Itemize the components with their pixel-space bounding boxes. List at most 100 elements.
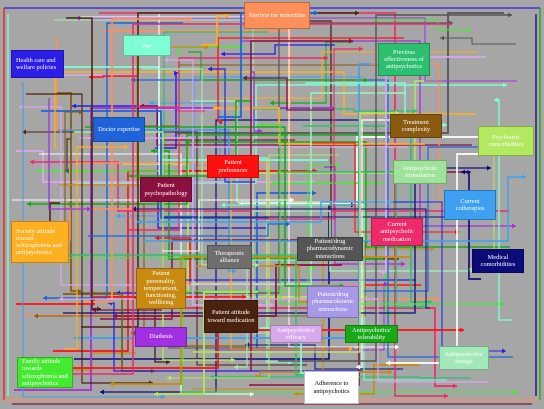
connector-line bbox=[113, 264, 342, 317]
arrowhead bbox=[231, 357, 235, 363]
arrowhead bbox=[234, 364, 238, 370]
connector-line bbox=[136, 164, 340, 292]
connector-line bbox=[213, 107, 425, 145]
arrowhead bbox=[508, 12, 512, 18]
arrowhead bbox=[522, 174, 526, 180]
arrowhead bbox=[349, 346, 353, 352]
arrowhead bbox=[110, 381, 114, 387]
connector-line bbox=[185, 141, 510, 248]
arrowhead bbox=[116, 213, 120, 219]
connector-line bbox=[27, 134, 387, 205]
arrowhead bbox=[395, 344, 399, 350]
arrowhead bbox=[494, 97, 498, 103]
arrowhead bbox=[37, 168, 41, 174]
connector-line bbox=[303, 125, 432, 303]
node-label: Adherence to antipsychotics bbox=[313, 380, 350, 395]
arrowhead bbox=[213, 105, 217, 111]
node-label: Family attitude towards schizophrenia an… bbox=[22, 358, 68, 387]
arrowhead bbox=[250, 391, 254, 397]
arrowhead bbox=[77, 288, 81, 294]
node-patient-preferences: Patient preferences bbox=[207, 155, 259, 178]
arrowhead bbox=[174, 70, 178, 76]
connector-line bbox=[164, 59, 408, 148]
node-society-attitude: Society attitude toward schizophrenia an… bbox=[11, 221, 69, 263]
connector-line bbox=[103, 30, 302, 201]
connector-line bbox=[221, 204, 447, 381]
arrowhead bbox=[242, 294, 246, 300]
arrowhead bbox=[113, 313, 117, 319]
connector-line bbox=[140, 105, 472, 146]
connector-line bbox=[201, 15, 229, 46]
connector-line bbox=[137, 201, 409, 223]
arrowhead bbox=[469, 268, 473, 274]
arrowhead bbox=[512, 223, 516, 229]
node-label: Treatment complexity bbox=[401, 118, 431, 133]
node-barriers-for-minorities: Barriers for minorities bbox=[244, 2, 310, 29]
arrowhead bbox=[166, 359, 170, 365]
connector-line bbox=[245, 344, 403, 370]
arrowhead bbox=[336, 162, 340, 168]
arrowhead bbox=[355, 10, 359, 16]
connector-line bbox=[129, 100, 250, 177]
connector-line bbox=[88, 223, 290, 237]
connector-line bbox=[188, 51, 368, 81]
arrowhead bbox=[286, 221, 290, 227]
arrowhead bbox=[294, 391, 298, 397]
connector-line bbox=[162, 199, 294, 252]
arrowhead bbox=[221, 51, 225, 57]
arrowhead bbox=[30, 159, 34, 165]
arrowhead bbox=[461, 169, 465, 175]
connector-line bbox=[26, 93, 153, 384]
node-label: Doctor expertise bbox=[98, 125, 140, 133]
arrowhead bbox=[436, 296, 440, 302]
arrowhead bbox=[453, 383, 457, 389]
arrowhead bbox=[59, 296, 63, 302]
arrowhead bbox=[467, 27, 471, 33]
arrowhead bbox=[87, 206, 91, 212]
arrowhead bbox=[164, 57, 168, 63]
arrowhead bbox=[79, 109, 83, 115]
connector-line bbox=[110, 256, 411, 385]
node-doctor-expertise: Doctor expertise bbox=[93, 117, 145, 142]
node-label: Antipsychotic formulation bbox=[402, 164, 438, 179]
node-family-attitude: Family attitude towards schizophrenia an… bbox=[17, 357, 73, 388]
arrowhead bbox=[167, 375, 171, 381]
arrowhead bbox=[22, 129, 26, 135]
arrowhead bbox=[124, 144, 128, 150]
node-age: Age bbox=[123, 35, 171, 56]
arrowhead bbox=[188, 16, 192, 22]
connector-line bbox=[72, 105, 266, 229]
connector-line bbox=[193, 112, 399, 353]
node-treatment-complexity: Treatment complexity bbox=[390, 114, 442, 138]
arrowhead bbox=[487, 165, 491, 171]
connector-line bbox=[57, 92, 81, 292]
connector-line bbox=[252, 71, 262, 132]
arrowhead bbox=[312, 190, 316, 196]
arrowhead bbox=[388, 369, 392, 375]
arrowhead bbox=[34, 313, 38, 319]
arrowhead bbox=[208, 66, 212, 72]
connector-line bbox=[84, 18, 192, 303]
arrowhead bbox=[221, 202, 225, 208]
node-label: Current cotherapies bbox=[455, 197, 485, 212]
arrowhead bbox=[443, 122, 447, 128]
arrowhead bbox=[502, 348, 506, 354]
arrowhead bbox=[100, 389, 104, 395]
arrowhead bbox=[503, 82, 507, 88]
arrowhead bbox=[288, 359, 292, 365]
arrowhead bbox=[500, 301, 504, 307]
arrowhead bbox=[129, 173, 133, 179]
arrowhead bbox=[151, 148, 155, 154]
connector-line bbox=[129, 57, 328, 231]
connector-line bbox=[154, 291, 258, 395]
node-label: Patient psychopathology bbox=[144, 182, 188, 197]
connector-line bbox=[123, 163, 367, 298]
arrowhead bbox=[243, 75, 247, 81]
connector-line bbox=[176, 12, 504, 134]
connector-line bbox=[221, 44, 335, 55]
connector-line bbox=[134, 106, 205, 112]
arrowhead bbox=[255, 262, 259, 268]
node-label: Medical comorbidities bbox=[480, 253, 516, 268]
connector-line bbox=[132, 208, 430, 309]
